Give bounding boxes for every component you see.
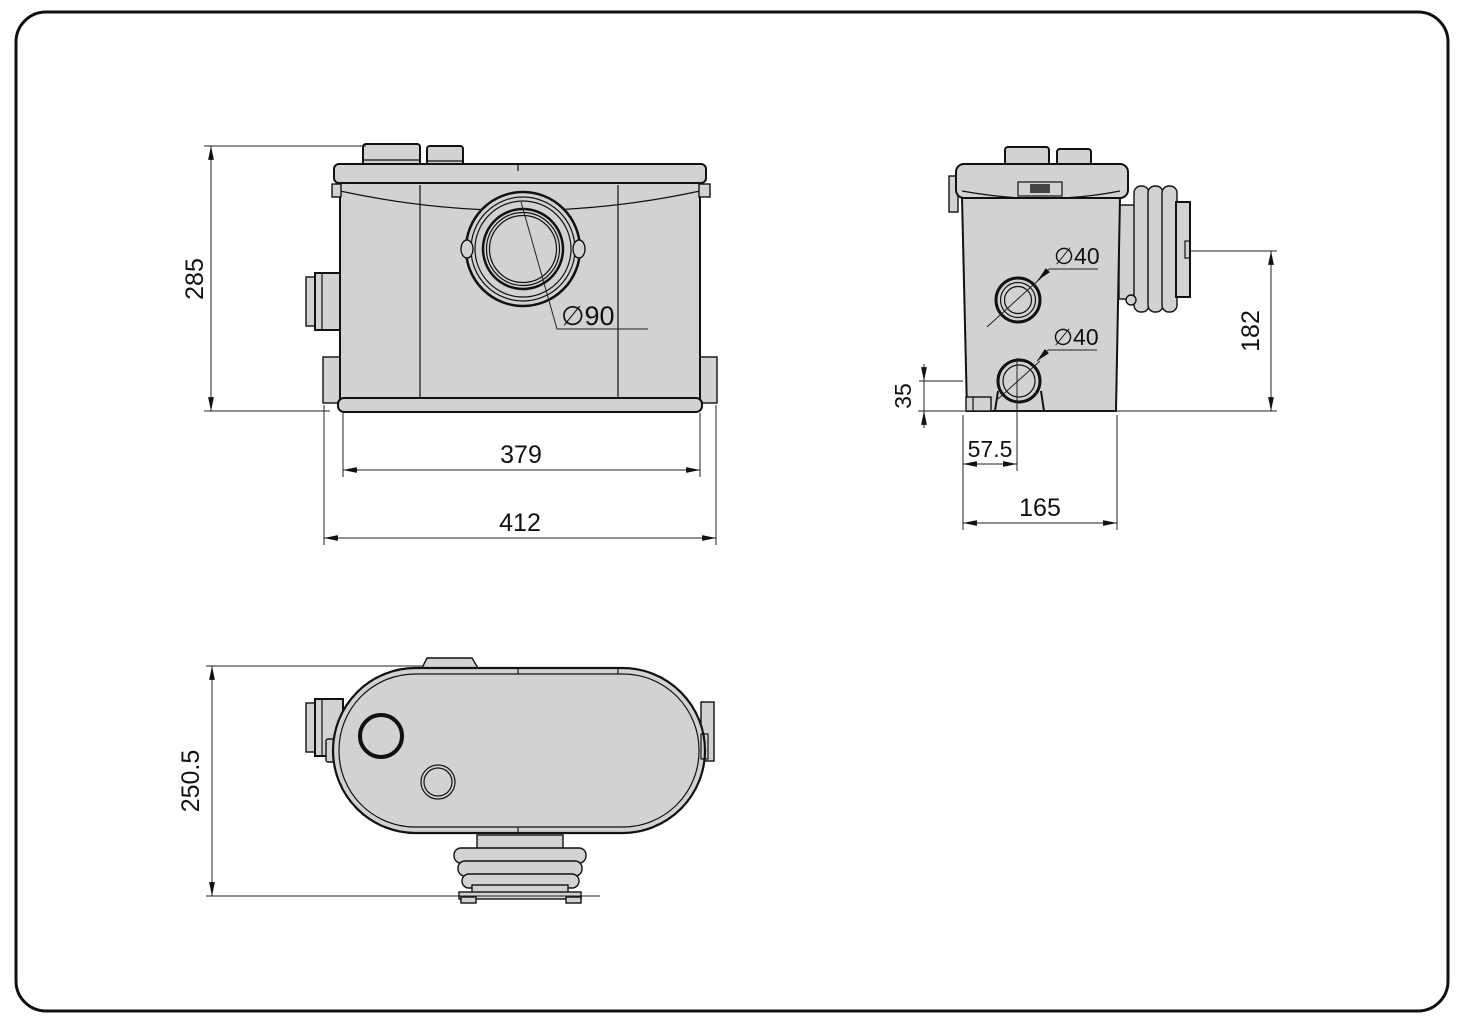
front-access-cover-ring-5 [485, 211, 561, 287]
side-lid-seam-curve [961, 190, 1121, 200]
side-dim-lower-inlet-height: 35 [890, 364, 1277, 428]
front-right-lid-clip [698, 183, 711, 198]
front-body-width-label: 379 [500, 441, 542, 469]
top-bellows-neck [476, 834, 564, 850]
top-tank-body [331, 666, 707, 835]
side-lower-inlet-label: ∅40 [1053, 324, 1099, 350]
front-dim-overall-width: 412 [323, 405, 717, 545]
side-bellows-drain-plug [1125, 294, 1137, 306]
side-bellows-end-cap [1175, 201, 1191, 298]
side-vent-cap-small [1056, 148, 1092, 166]
front-lid [333, 163, 707, 184]
side-bellows-ridge-3 [1161, 185, 1178, 313]
front-view: ∅90 285 379 412 [181, 143, 718, 545]
side-upper-inlet-mid [999, 281, 1037, 319]
side-saddle-leg-left [994, 390, 999, 412]
side-lid-latch [1017, 181, 1063, 197]
front-overall-width-label: 412 [499, 509, 541, 537]
top-right-tab-detail [700, 733, 709, 760]
side-lower-inlet-leader-arrow [1036, 349, 1049, 362]
side-upper-inlet-centerline [986, 275, 1044, 328]
sheet-border [14, 10, 1450, 1013]
front-access-cover-left-ear [460, 239, 474, 259]
side-vent-cap-large [1004, 146, 1050, 166]
front-access-cover-ring-6 [488, 214, 558, 284]
top-bellows-foot-right [565, 896, 582, 904]
front-dia90-label: ∅90 [561, 301, 615, 331]
front-access-cover-ring-3 [474, 200, 572, 298]
side-upper-inlet-outer [994, 276, 1042, 324]
top-tank-inner-outline [338, 673, 700, 828]
side-upper-inlet-inner [1003, 285, 1033, 315]
front-dim-body-width: 379 [342, 413, 701, 477]
side-outlet-height-label: 182 [1237, 310, 1265, 352]
top-bellows-foot-left [460, 896, 477, 904]
side-upper-inlet-label: ∅40 [1054, 243, 1100, 269]
front-access-cover-right-ear [572, 239, 586, 259]
side-bellows-ridge-2 [1147, 185, 1164, 313]
front-base-band [337, 397, 703, 413]
front-height-label: 285 [181, 258, 209, 300]
side-lower-inlet-offset-label: 57.5 [968, 436, 1013, 462]
top-dim-depth: 250.5 [177, 665, 600, 897]
side-saddle-leg-right [1040, 390, 1045, 412]
side-foot [965, 396, 992, 412]
front-vent-cap-large [362, 143, 421, 167]
side-bellows-end-slot [1184, 240, 1191, 259]
top-lower-inlet-circle-outer [420, 764, 456, 800]
side-bellows-ridge-1 [1133, 185, 1150, 313]
top-view: 250.5 [177, 657, 715, 904]
front-side-port-pipe [314, 272, 344, 331]
side-view: ∅40 ∅40 35 57.5 165 [890, 146, 1277, 530]
side-lower-inlet-height-label: 35 [890, 383, 916, 409]
front-left-lid-clip [331, 183, 342, 198]
top-depth-label: 250.5 [177, 750, 205, 813]
side-lower-inlet-centerline [997, 360, 1041, 400]
front-dia90-leader [520, 201, 648, 330]
side-lower-inlet-inner [1002, 364, 1036, 398]
side-dim-depth: 165 [963, 415, 1118, 530]
side-dim-lower-inlet-offset: 57.5 [962, 415, 1017, 530]
side-depth-label: 165 [1019, 494, 1061, 522]
top-upper-inlet-circle [358, 713, 404, 759]
side-lower-inlet-outer [996, 358, 1042, 404]
side-dim-outlet-height: 182 [1190, 250, 1277, 411]
top-lower-inlet-circle-inner [423, 767, 453, 797]
side-lid-latch-grip [1030, 184, 1050, 193]
side-upper-inlet-leader-arrow [1037, 268, 1050, 281]
front-dim-height: 285 [181, 145, 366, 412]
top-lid-bump [420, 657, 480, 669]
